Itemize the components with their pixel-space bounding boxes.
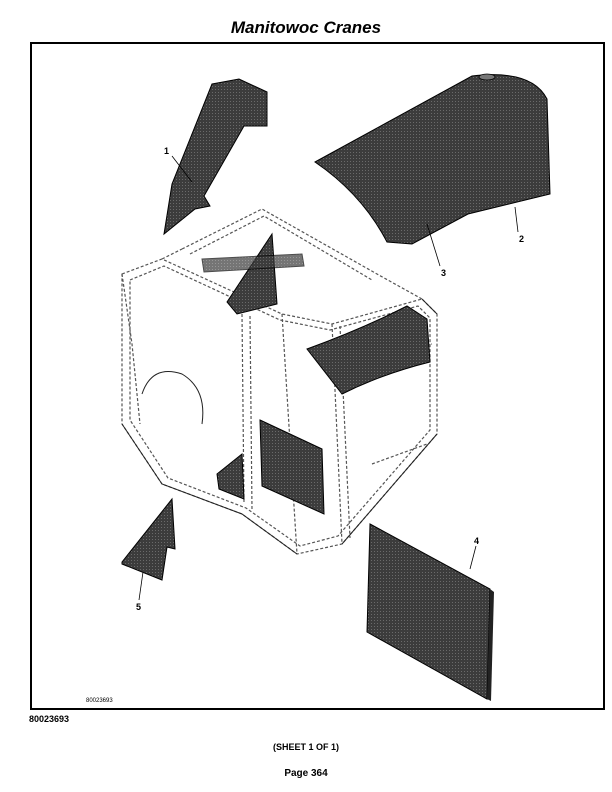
parts-illustration: 1 2 3 4 5: [121, 73, 551, 701]
part-3-panel: [314, 74, 551, 245]
page-number: Page 364: [284, 768, 328, 779]
callout-3: 3: [441, 268, 446, 278]
cab-frame-solid: [121, 298, 438, 555]
installed-roof-panel: [306, 305, 431, 395]
document-title: Manitowoc Cranes: [230, 18, 382, 37]
drawing-number-inset: 80023693: [86, 698, 113, 704]
installed-door-panel: [259, 419, 325, 515]
part-4-panel: [366, 523, 491, 700]
callout-4: 4: [474, 536, 479, 546]
part-5-panel: [121, 497, 176, 581]
drawing-number: 80023693: [29, 714, 70, 724]
part-1-panel: [163, 78, 268, 236]
sheet-label: (SHEET 1 OF 1): [272, 742, 339, 752]
callout-1: 1: [164, 146, 169, 156]
illustration-frame: 1 2 3 4 5 80023693: [30, 42, 605, 710]
callout-2: 2: [519, 234, 524, 244]
installed-strip: [201, 253, 305, 273]
installed-upper-panel: [226, 232, 278, 315]
installed-lower-panel: [216, 452, 245, 500]
callout-5: 5: [136, 602, 141, 612]
